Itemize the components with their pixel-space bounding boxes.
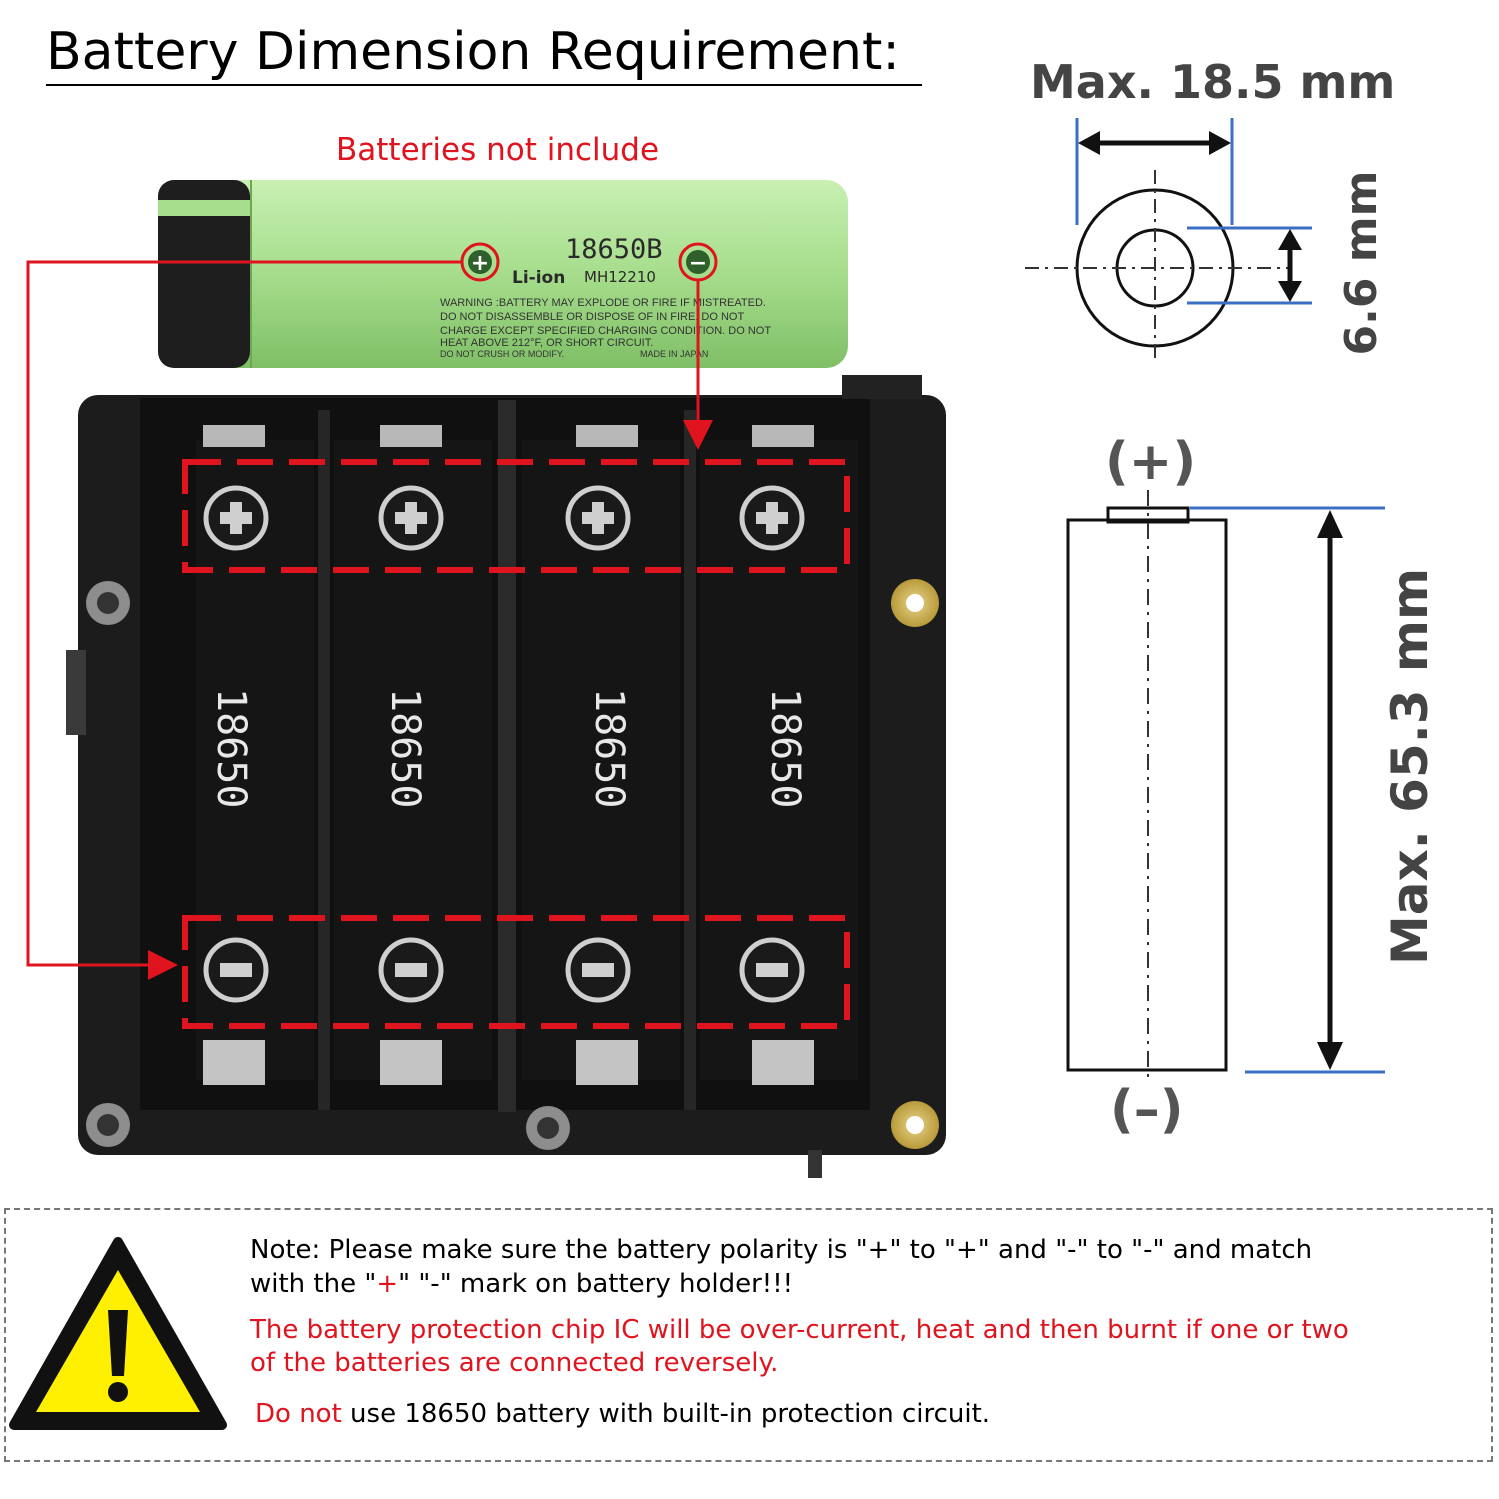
svg-text:WARNING :BATTERY MAY EXPLODE O: WARNING :BATTERY MAY EXPLODE OR FIRE IF … [440,297,766,309]
battery-type: Li-ion [512,268,565,288]
slot-label-1: 18650 [208,688,254,808]
svg-text:CHARGE EXCEPT SPECIFIED CHARGI: CHARGE EXCEPT SPECIFIED CHARGING CONDITI… [440,325,771,337]
battery-holder-board [66,375,946,1178]
svg-text:DO NOT DISASSEMBLE OR DISPOSE: DO NOT DISASSEMBLE OR DISPOSE OF IN FIRE… [440,311,744,323]
battery-plus-symbol: + [471,251,489,276]
note-line-2-start: with the " [250,1269,377,1299]
positive-end-label: (+) [1105,432,1197,492]
slot-label-3: 18650 [586,688,632,808]
svg-text:DO NOT CRUSH OR MODIFY.: DO NOT CRUSH OR MODIFY. [440,349,564,359]
warning-triangle-icon [9,1237,227,1430]
slot-label-2: 18650 [382,688,428,808]
tab-dimension-label: 6.6 mm [1336,170,1387,356]
holder-minus-symbols [220,963,788,977]
note-line-2-plus: + [376,1269,399,1299]
svg-text:MADE IN JAPAN: MADE IN JAPAN [640,349,708,359]
battery-model: 18650B [565,234,663,265]
slot-label-4: 18650 [762,688,808,808]
note-line-3: The battery protection chip IC will be o… [250,1315,1349,1345]
note-line-4: of the batteries are connected reversely… [250,1348,779,1378]
title-underline [46,84,922,86]
length-dimension-label: Max. 65.3 mm [1381,567,1439,965]
battery-minus-symbol: − [689,251,707,276]
page-title: Battery Dimension Requirement: [46,22,900,82]
battery-cell [158,180,848,368]
note-line-1: Note: Please make sure the battery polar… [250,1235,1313,1265]
negative-end-label: (–) [1110,1080,1184,1140]
note-line-2: with the "+" "-" mark on battery holder!… [250,1268,793,1301]
side-view-drawing [1066,490,1385,1080]
diameter-dimension-label: Max. 18.5 mm [1030,55,1396,109]
holder-plus-symbols [220,502,788,534]
note-line-5: Do not use 18650 battery with built-in p… [255,1398,990,1431]
top-view-drawing [1025,118,1312,360]
battery-code: MH12210 [584,268,656,286]
svg-text:HEAT ABOVE 212°F, OR SHORT CIR: HEAT ABOVE 212°F, OR SHORT CIRCUIT. [440,337,653,349]
batteries-not-included-note: Batteries not include [336,132,660,168]
note-line-5-warning: Do not [255,1399,342,1429]
minus-polarity-zone [182,915,850,1029]
battery-warning: WARNING :BATTERY MAY EXPLODE OR FIRE IF … [440,297,771,359]
polarity-note-box [4,1208,1493,1462]
plus-polarity-zone [182,459,850,573]
slot-labels: 18650 18650 18650 18650 [208,688,808,808]
plus-guide-line [26,260,462,980]
note-line-5-rest: use 18650 battery with built-in protecti… [341,1399,991,1429]
note-line-2-end: " "-" mark on battery holder!!! [398,1269,794,1299]
